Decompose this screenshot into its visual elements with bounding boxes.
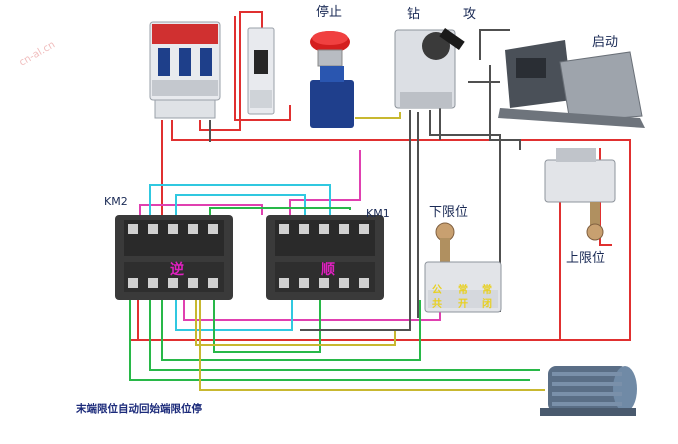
wire-dark xyxy=(429,110,501,312)
upper-limit-label: 上限位 xyxy=(566,251,606,266)
contactor-icon xyxy=(115,215,233,300)
wire-green xyxy=(209,207,351,220)
motor-icon xyxy=(540,366,637,416)
km2-label: KM2 xyxy=(104,195,128,208)
caption: 末端限位自动回始端限位停 xyxy=(76,403,202,415)
stop-label: 停止 xyxy=(316,5,343,20)
wire-pink xyxy=(289,150,361,215)
forward-label: 顺 xyxy=(321,262,335,278)
wire-dark xyxy=(300,110,411,331)
wire-cyan xyxy=(149,184,331,215)
limit-switch-icon xyxy=(544,148,616,241)
tap-label: 攻 xyxy=(463,7,477,22)
switch-normal-label: 常 xyxy=(482,285,492,296)
wire-green xyxy=(213,300,321,353)
foot-pedal-icon xyxy=(498,40,645,128)
wire-red xyxy=(137,300,610,341)
wire-cyan xyxy=(175,300,293,331)
wire-green xyxy=(161,300,421,361)
wire-cyan xyxy=(175,194,306,215)
lower-limit-label: 下限位 xyxy=(429,205,469,220)
wire-red xyxy=(199,11,263,131)
breaker-icon xyxy=(149,21,221,119)
km1-label: KM1 xyxy=(366,207,390,220)
switch-open-label: 开 xyxy=(458,299,468,310)
start-label: 启动 xyxy=(592,35,619,50)
breaker-icon xyxy=(247,27,275,115)
selector-switch-icon xyxy=(394,28,465,109)
switch-normal-label: 常 xyxy=(458,285,468,296)
switch-closed-label: 闭 xyxy=(482,299,492,310)
wire-yellow xyxy=(355,112,401,119)
wire-yellow xyxy=(195,300,396,346)
wire-red xyxy=(234,16,291,121)
wire-yellow xyxy=(199,300,545,391)
wire-pink xyxy=(183,300,441,321)
switch-common-label: 公 xyxy=(432,285,442,296)
reverse-label: 逆 xyxy=(170,262,184,278)
stop-button-icon xyxy=(310,31,354,128)
wire-dark xyxy=(479,29,510,60)
wire-green xyxy=(149,300,540,371)
limit-switch-icon xyxy=(424,222,502,313)
wire-dark xyxy=(489,65,521,150)
wire-green xyxy=(129,300,530,381)
contactor-icon xyxy=(266,215,384,300)
drill-label: 钻 xyxy=(407,7,421,22)
switch-common-label: 共 xyxy=(432,299,442,310)
